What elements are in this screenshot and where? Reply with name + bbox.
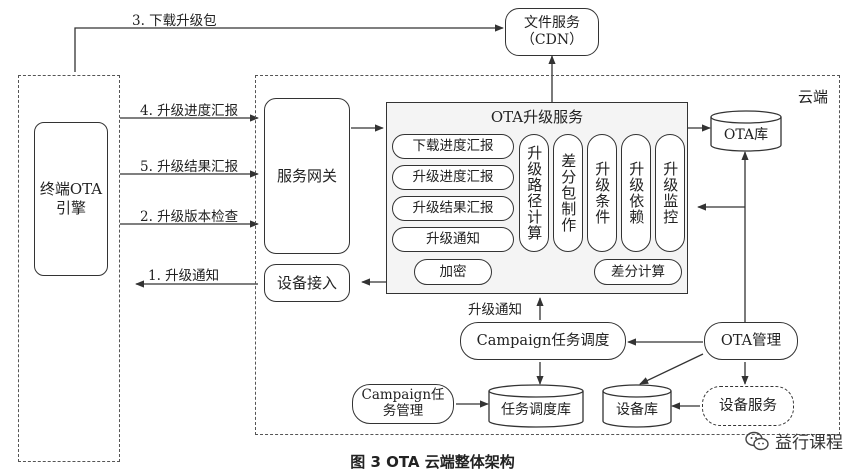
campaign-scheduler: Campaign任务调度: [460, 322, 626, 360]
col-upgrade-monitor: 升级监控: [655, 134, 685, 252]
sub-upgrade-notify-label: 升级通知: [426, 231, 480, 248]
col-diff-package-label: 差分包制作: [559, 153, 578, 233]
device-db-shape: [602, 384, 672, 428]
ota-management: OTA管理: [704, 322, 798, 360]
device-db: 设备库: [602, 384, 672, 428]
col-path-calc: 升级路径计算: [519, 134, 549, 252]
edge-label-notify: 1. 升级通知: [148, 268, 220, 284]
col-upgrade-condition-label: 升级条件: [593, 161, 612, 225]
diff-calc: 差分计算: [594, 259, 682, 285]
edge-mgmt-devicedb: [639, 353, 704, 385]
cloud-label: 云端: [798, 88, 829, 106]
device-service: 设备服务: [702, 386, 794, 426]
edge-download-package: [74, 24, 504, 72]
ota-upgrade-service-title: OTA升级服务: [490, 108, 584, 126]
sub-download-progress-label: 下载进度汇报: [412, 138, 494, 155]
col-path-calc-label: 升级路径计算: [525, 145, 544, 241]
col-upgrade-dependency: 升级依赖: [621, 134, 651, 252]
edge-label-result: 5. 升级结果汇报: [140, 159, 239, 175]
terminal-ota-engine: 终端OTA 引擎: [34, 122, 108, 276]
sub-upgrade-progress-label: 升级进度汇报: [412, 169, 494, 186]
campaign-scheduler-label: Campaign任务调度: [476, 332, 610, 349]
sub-download-progress: 下载进度汇报: [392, 134, 514, 159]
wechat-icon: [745, 431, 769, 450]
sub-upgrade-result-label: 升级结果汇报: [412, 200, 494, 217]
edge-label-version-check: 2. 升级版本检查: [140, 209, 239, 225]
campaign-task-management: Campaign任 务管理: [352, 384, 454, 424]
sub-upgrade-notify: 升级通知: [392, 227, 514, 252]
ota-db-label: OTA库: [723, 127, 769, 143]
ota-management-label: OTA管理: [720, 332, 782, 349]
device-access-label: 设备接入: [276, 273, 337, 292]
file-service-label: 文件服务 （CDN）: [520, 14, 584, 49]
task-schedule-db: 任务调度库: [488, 384, 584, 428]
service-gateway: 服务网关: [264, 98, 350, 254]
file-service-node: 文件服务 （CDN）: [505, 8, 599, 56]
diff-calc-label: 差分计算: [611, 263, 665, 280]
task-schedule-db-label: 任务调度库: [501, 402, 571, 418]
ota-db: OTA库: [710, 110, 782, 152]
terminal-ota-engine-label: 终端OTA 引擎: [39, 180, 103, 217]
edge-label-notify-up: 升级通知: [468, 302, 522, 318]
cloud-zone: [255, 75, 840, 435]
task-schedule-db-shape: [488, 384, 584, 428]
device-db-label: 设备库: [616, 402, 658, 418]
sub-encrypt: 加密: [414, 259, 492, 285]
terminal-zone: [18, 75, 120, 462]
watermark: 益行课程: [745, 428, 843, 453]
device-service-label: 设备服务: [719, 397, 777, 414]
col-upgrade-monitor-label: 升级监控: [661, 161, 680, 225]
sub-encrypt-label: 加密: [439, 263, 467, 280]
sub-upgrade-progress: 升级进度汇报: [392, 165, 514, 190]
ota-db-shape: [710, 110, 782, 152]
col-diff-package: 差分包制作: [553, 134, 583, 252]
campaign-task-management-label: Campaign任 务管理: [361, 387, 445, 419]
edge-label-progress: 4. 升级进度汇报: [140, 103, 239, 119]
service-gateway-label: 服务网关: [276, 166, 337, 185]
col-upgrade-condition: 升级条件: [587, 134, 617, 252]
watermark-text: 益行课程: [775, 433, 843, 453]
device-access: 设备接入: [264, 264, 350, 302]
col-upgrade-dependency-label: 升级依赖: [627, 161, 646, 225]
sub-upgrade-result: 升级结果汇报: [392, 196, 514, 221]
figure-caption: 图 3 OTA 云端整体架构: [350, 453, 515, 471]
edge-label-download: 3. 下载升级包: [132, 13, 217, 29]
